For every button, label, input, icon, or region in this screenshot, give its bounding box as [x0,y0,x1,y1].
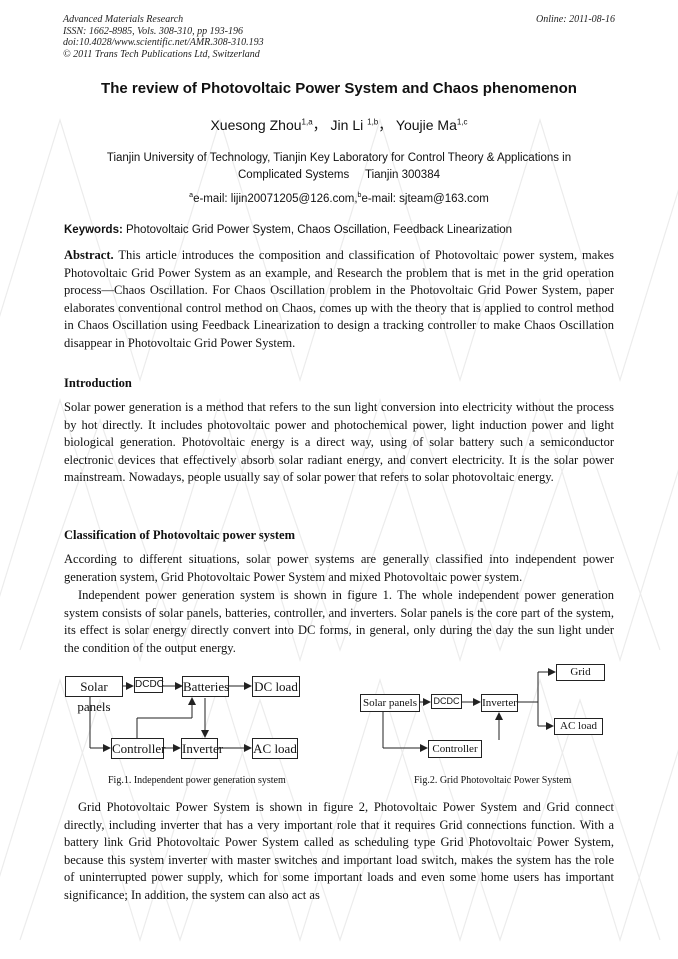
online-date: Online: 2011-08-16 [536,14,615,25]
fig1-caption: Fig.1. Independent power generation syst… [108,775,286,786]
fig2-inverter-box: Inverter [481,694,518,712]
fig2-solar-panels-box: Solar panels [360,694,420,712]
issn-line[interactable]: ISSN: 1662-8985, Vols. 308-310, pp 193-1… [63,25,243,37]
fig2-controller-box: Controller [428,740,482,758]
grid-system-paragraph: Grid Photovoltaic Power System is shown … [64,800,614,902]
fig1-dcdc-box: DCDC [134,677,164,693]
copyright-line: © 2011 Trans Tech Publications Ltd, Swit… [63,48,260,60]
fig2-ac-load-box: AC load [554,718,603,735]
fig1-ac-load-box: AC load [252,738,298,759]
journal-header: Advanced Materials Research ISSN: 1662-8… [63,14,615,60]
fig1-controller-box: Controller [111,738,165,759]
fig2-caption: Fig.2. Grid Photovoltaic Power System [414,775,572,786]
fig1-dc-load-box: DC load [252,676,300,697]
fig2-dcdc-box: DCDC [431,694,462,709]
fig2-grid-box: Grid [556,664,605,681]
fig1-inverter-box: Inverter [181,738,223,759]
doi-line[interactable]: doi:10.4028/www.scientific.net/AMR.308-3… [63,37,264,48]
fig1-batteries-box: Batteries [182,676,229,697]
fig1-solar-panels-box: Solar panels [65,676,123,714]
journal-name: Advanced Materials Research [63,14,184,25]
paper-title: The review of Photovoltaic Power System … [101,80,577,97]
